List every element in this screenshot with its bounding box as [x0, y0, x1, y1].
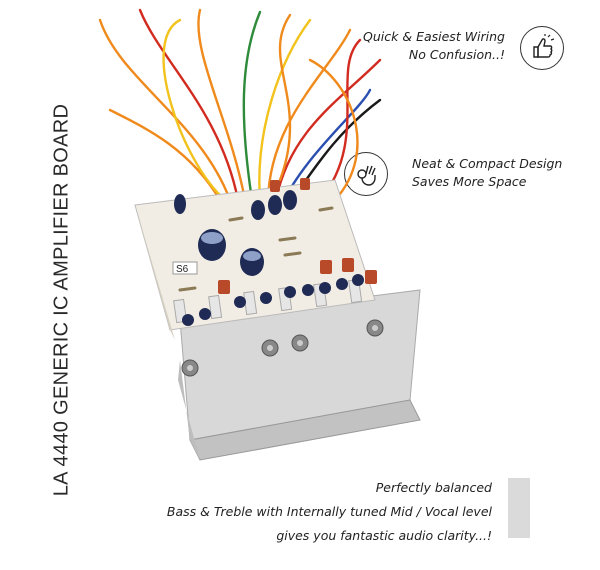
feature-wiring-line2: No Confusion..!	[408, 47, 505, 62]
tagline-line2: Bass & Treble with Internally tuned Mid …	[166, 504, 492, 519]
decorative-bar	[508, 478, 530, 538]
feature-design-line1: Neat & Compact Design	[412, 156, 563, 171]
thumbs-up-icon	[520, 26, 564, 70]
product-title: LA 4440 GENERIC IC AMPLIFIER BOARD	[50, 103, 73, 497]
ok-hand-icon	[344, 152, 388, 196]
feature-wiring-text: Quick & Easiest Wiring No Confusion..!	[363, 28, 505, 64]
feature-design-line2: Saves More Space	[412, 174, 527, 189]
feature-design-text: Neat & Compact Design Saves More Space	[412, 155, 562, 191]
board-label: S6	[176, 264, 189, 275]
tagline-line1: Perfectly balanced	[375, 480, 492, 495]
amplifier-board-image: S6	[98, 8, 421, 461]
tagline: Perfectly balanced Bass & Treble with In…	[167, 476, 492, 548]
tagline-line3: gives you fantastic audio clarity...!	[276, 528, 492, 543]
feature-wiring-line1: Quick & Easiest Wiring	[363, 29, 505, 44]
